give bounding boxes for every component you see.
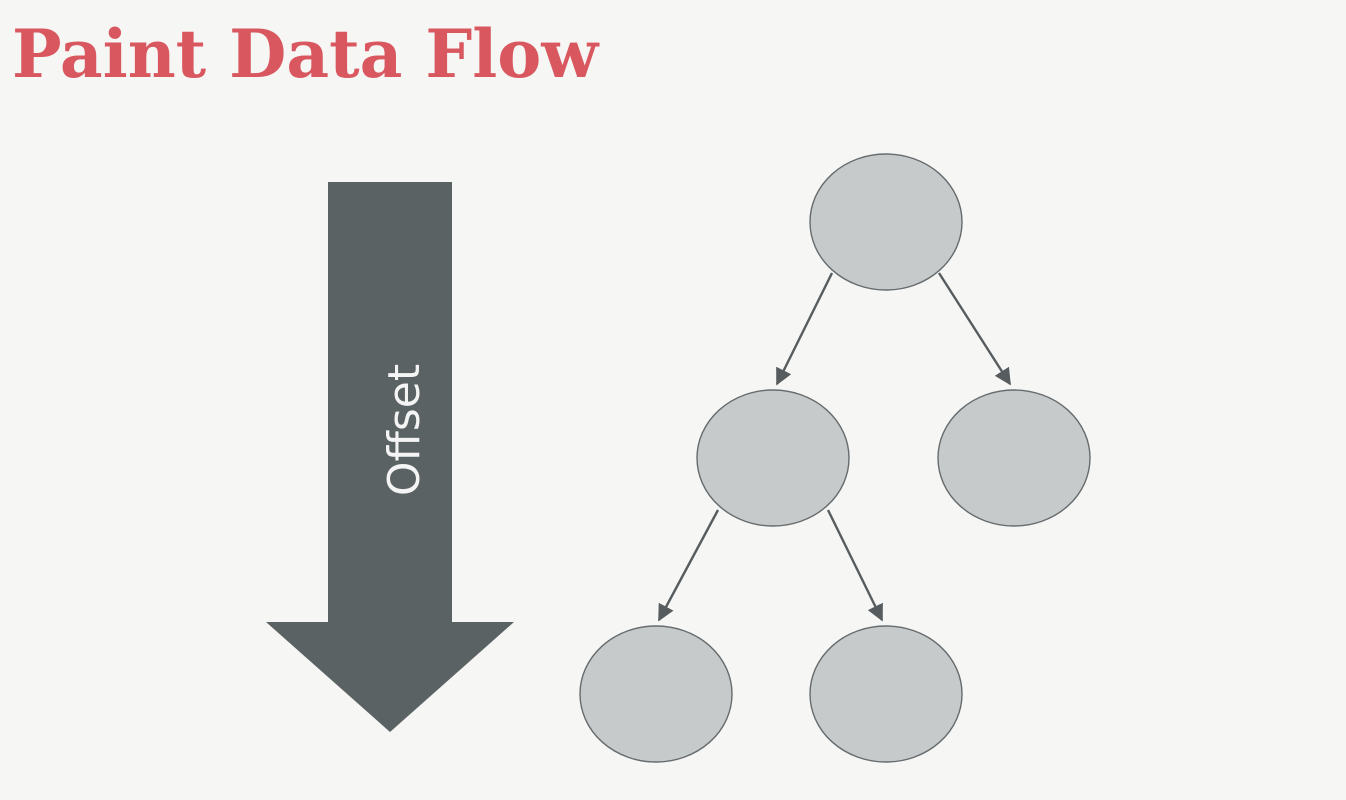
tree-node-left-left-grandchild xyxy=(579,625,733,763)
tree-nodes xyxy=(579,153,1091,763)
tree-node-right-child xyxy=(937,389,1091,527)
tree-node-left-child xyxy=(696,389,850,527)
edge-left-child-left-grandchild xyxy=(657,509,720,622)
edge-root-right-child xyxy=(937,272,1012,386)
tree-node-root xyxy=(809,153,963,291)
offset-label: Offset xyxy=(379,364,430,496)
offset-flow-arrow: Offset xyxy=(266,182,514,732)
down-arrow-shape xyxy=(266,182,514,732)
edge-left-child-right-grandchild xyxy=(826,509,884,622)
edge-root-left-child xyxy=(775,272,834,386)
tree-node-left-right-grandchild xyxy=(809,625,963,763)
tree-edges xyxy=(657,272,1012,622)
slide-title: Paint Data Flow xyxy=(12,15,599,93)
